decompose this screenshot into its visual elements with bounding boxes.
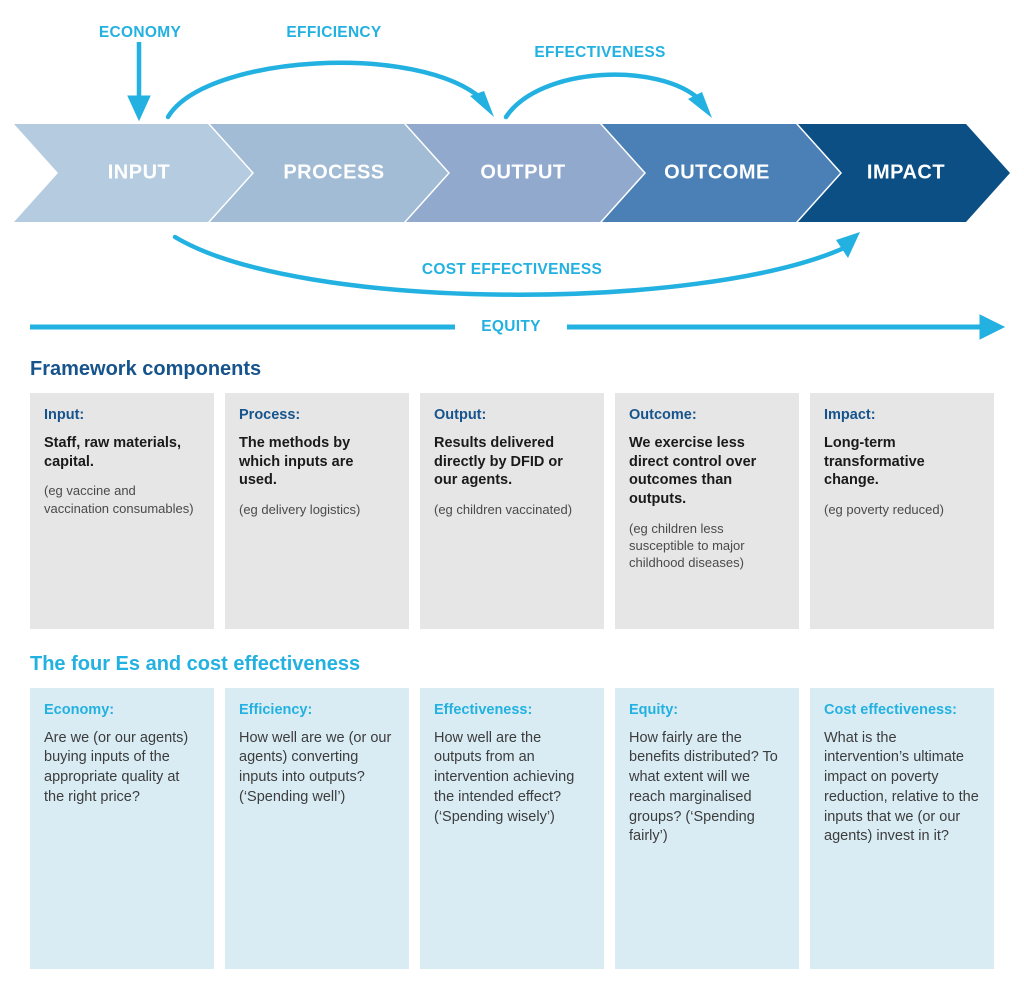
chevron-band bbox=[14, 124, 1010, 222]
framework-card-title: Impact: bbox=[824, 407, 876, 423]
four-es-card-economy: Economy: Are we (or our agents) buying i… bbox=[30, 688, 214, 969]
framework-card-lead: Results delivered directly by DFID or ou… bbox=[434, 434, 563, 489]
arrow-efficiency bbox=[165, 60, 486, 120]
arrow-economy bbox=[127, 42, 151, 122]
chevron-input bbox=[14, 124, 252, 222]
four-es-card-title: Cost effectiveness: bbox=[824, 702, 957, 718]
arrow-effectiveness-head bbox=[688, 92, 712, 118]
four-es-card-effectiveness: Effectiveness: How well are the outputs … bbox=[420, 688, 604, 969]
four-es-card-title: Economy: bbox=[44, 702, 115, 718]
arrow-effectiveness bbox=[503, 72, 703, 120]
framework-card-output: Output: Results delivered directly by DF… bbox=[420, 393, 604, 629]
framework-card-title: Outcome: bbox=[629, 407, 697, 423]
framework-card-title: Input: bbox=[44, 407, 85, 423]
framework-card-title: Output: bbox=[434, 407, 487, 423]
four-es-card-body: How fairly are the benefits distributed?… bbox=[629, 729, 778, 845]
four-es-card-efficiency: Efficiency: How well are we (or our agen… bbox=[225, 688, 409, 969]
framework-components-row: Input: Staff, raw materials, capital. (e… bbox=[30, 393, 994, 629]
four-es-heading: The four Es and cost effectiveness bbox=[30, 653, 361, 675]
chevron-outcome bbox=[602, 124, 840, 222]
chevron-output bbox=[406, 124, 644, 222]
arc-label-efficiency: EFFICIENCY bbox=[286, 24, 382, 41]
framework-card-note: (eg vaccine and vaccination consumables) bbox=[44, 483, 194, 516]
framework-card-impact: Impact: Long-term transformative change.… bbox=[810, 393, 994, 629]
framework-card-note: (eg poverty reduced) bbox=[824, 502, 944, 518]
four-es-card-body: Are we (or our agents) buying inputs of … bbox=[44, 729, 189, 805]
arc-label-effectiveness: EFFECTIVENESS bbox=[534, 44, 666, 61]
framework-components-heading: Framework components bbox=[30, 358, 262, 380]
arc-label-economy: ECONOMY bbox=[98, 24, 182, 41]
arrow-cost-effectiveness-head bbox=[836, 232, 860, 258]
framework-card-lead: We exercise less direct control over out… bbox=[629, 434, 757, 508]
framework-card-note: (eg children less susceptible to major c… bbox=[629, 521, 745, 571]
four-es-card-equity: Equity: How fairly are the benefits dist… bbox=[615, 688, 799, 969]
four-es-card-title: Effectiveness: bbox=[434, 702, 533, 718]
framework-card-title: Process: bbox=[239, 407, 301, 423]
framework-card-process: Process: The methods by which inputs are… bbox=[225, 393, 409, 629]
flow-diagram-svg bbox=[14, 42, 1010, 340]
four-es-card-body: What is the intervention’s ultimate impa… bbox=[824, 729, 979, 845]
arrow-cost-effectiveness bbox=[172, 234, 847, 297]
four-es-card-title: Equity: bbox=[629, 702, 679, 718]
arc-label-equity: EQUITY bbox=[481, 318, 541, 335]
four-es-card-body: How well are we (or our agents) converti… bbox=[239, 729, 392, 805]
framework-card-input: Input: Staff, raw materials, capital. (e… bbox=[30, 393, 214, 629]
framework-card-note: (eg children vaccinated) bbox=[434, 502, 573, 518]
four-es-card-cost-effectiveness: Cost effectiveness: What is the interven… bbox=[810, 688, 994, 969]
chevron-process bbox=[210, 124, 448, 222]
chevron-impact bbox=[798, 124, 1010, 222]
arrow-efficiency-head bbox=[470, 91, 494, 117]
arc-label-cost-effectiveness: COST EFFECTIVENESS bbox=[421, 261, 603, 278]
four-es-row: Economy: Are we (or our agents) buying i… bbox=[30, 688, 994, 969]
four-es-card-title: Efficiency: bbox=[239, 702, 313, 718]
framework-card-note: (eg delivery logistics) bbox=[239, 502, 361, 518]
framework-card-lead: Staff, raw materials, capital. bbox=[44, 434, 181, 470]
framework-card-lead: Long-term transformative change. bbox=[824, 434, 925, 489]
four-es-card-body: How well are the outputs from an interve… bbox=[434, 729, 575, 825]
framework-card-lead: The methods by which inputs are used. bbox=[239, 434, 354, 489]
arrow-equity bbox=[30, 314, 1006, 340]
framework-card-outcome: Outcome: We exercise less direct control… bbox=[615, 393, 799, 629]
